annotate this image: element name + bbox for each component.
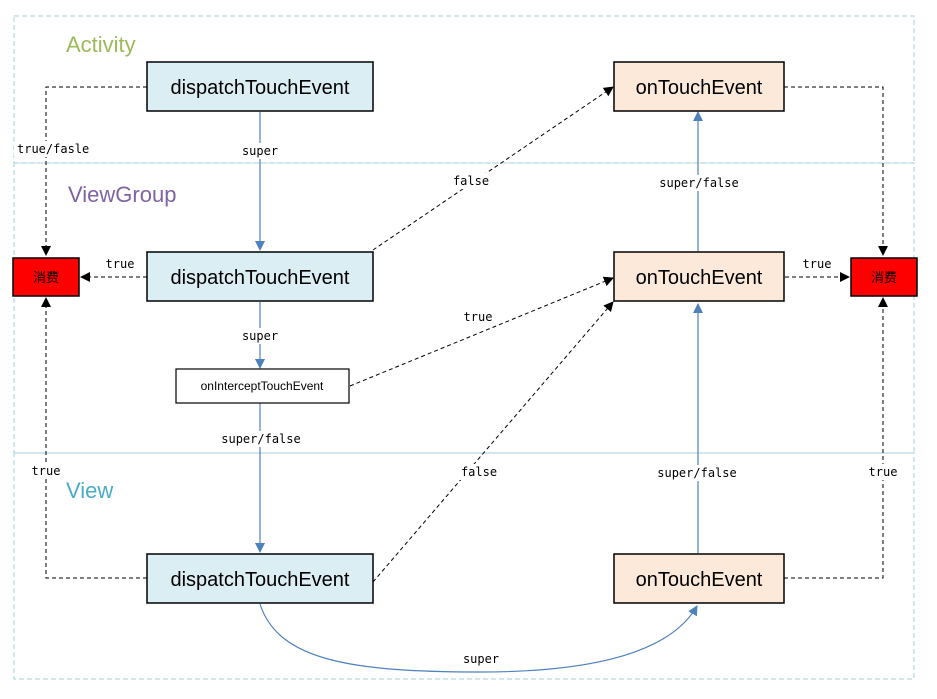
label-view-ontouch-to-consume: true [869, 465, 898, 479]
node-consume-left-label: 消费 [33, 271, 59, 286]
label-view-dispatch-to-view-ontouch: super [463, 652, 499, 666]
label-act-dispatch-to-consume: true/fasle [17, 142, 89, 156]
node-view-ontouch-label: onTouchEvent [636, 569, 763, 591]
edge-view-dispatch-to-view-ontouch [259, 603, 698, 673]
label-act-dispatch-to-vg-dispatch: super [242, 144, 278, 158]
node-view-dispatch-label: dispatchTouchEvent [170, 569, 349, 591]
layer-bands [13, 15, 915, 680]
node-viewgroup-intercept: onInterceptTouchEvent [175, 368, 350, 404]
edge-intercept-to-vg-ontouch [349, 276, 614, 387]
edge-act-ontouch-to-consume-right [784, 86, 888, 256]
label-vg-dispatch-to-intercept: super [242, 329, 278, 343]
view-band [13, 452, 915, 680]
node-activity-dispatch: dispatchTouchEvent [146, 61, 374, 112]
node-activity-ontouch-label: onTouchEvent [636, 77, 763, 99]
node-viewgroup-dispatch-label: dispatchTouchEvent [170, 267, 349, 289]
edge-view-dispatch-to-vg-ontouch [372, 301, 614, 583]
node-viewgroup-dispatch: dispatchTouchEvent [146, 251, 374, 302]
node-activity-ontouch: onTouchEvent [613, 61, 785, 112]
label-vg-dispatch-to-consume: true [106, 257, 135, 271]
node-view-ontouch: onTouchEvent [613, 553, 785, 604]
node-view-dispatch: dispatchTouchEvent [146, 553, 374, 604]
node-activity-dispatch-label: dispatchTouchEvent [170, 77, 349, 99]
edge-labels: true/fasle super false super/false true … [14, 141, 901, 667]
label-view-dispatch-to-vg-ontouch: false [461, 465, 497, 479]
node-consume-right: 消费 [850, 257, 918, 297]
edge-view-dispatch-to-consume-left [41, 297, 147, 579]
edge-view-ontouch-to-consume-right [784, 297, 888, 579]
label-vg-ontouch-to-act-ontouch: super/false [659, 176, 738, 190]
node-consume-right-label: 消费 [871, 271, 897, 286]
edge-vg-dispatch-to-act-ontouch [372, 86, 614, 251]
label-vg-dispatch-to-act-ontouch: false [453, 174, 489, 188]
layer-label-activity: Activity [66, 32, 136, 57]
label-intercept-to-vg-ontouch: true [464, 310, 493, 324]
node-consume-left: 消费 [12, 257, 80, 297]
node-viewgroup-ontouch: onTouchEvent [613, 251, 785, 302]
label-intercept-to-view-dispatch: super/false [221, 432, 300, 446]
layer-label-viewgroup: ViewGroup [68, 182, 176, 207]
label-vg-ontouch-to-consume: true [803, 257, 832, 271]
label-view-dispatch-to-consume: true [32, 464, 61, 478]
node-viewgroup-intercept-label: onInterceptTouchEvent [201, 379, 324, 393]
node-viewgroup-ontouch-label: onTouchEvent [636, 267, 763, 289]
layer-label-view: View [66, 478, 113, 503]
label-view-ontouch-to-vg-ontouch: super/false [657, 466, 736, 480]
edge-act-dispatch-to-consume-left [41, 86, 147, 256]
